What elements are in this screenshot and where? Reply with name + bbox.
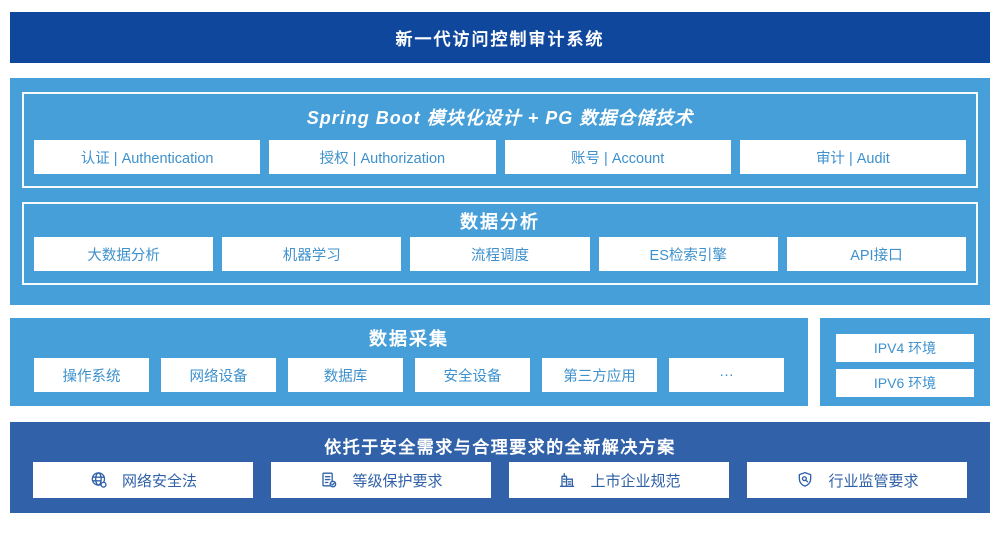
solution-row: 网络安全法 等级保护要求 xyxy=(33,462,967,498)
collection-box-more: ··· xyxy=(669,358,784,392)
collection-box-network-device: 网络设备 xyxy=(161,358,276,392)
module-box-account: 账号 | Account xyxy=(504,140,731,174)
solution-box-label: 行业监管要求 xyxy=(828,472,919,490)
architecture-diagram: 新一代访问控制审计系统 Spring Boot 模块化设计 + PG 数据仓储技… xyxy=(0,12,1000,541)
analysis-group-title: 数据分析 xyxy=(460,211,540,232)
module-box-authorization: 授权 | Authorization xyxy=(269,140,496,174)
solution-box-label: 网络安全法 xyxy=(121,472,197,490)
solution-section: 依托于安全需求与合理要求的全新解决方案 网络安全法 xyxy=(10,422,990,513)
collection-box-security-device: 安全设备 xyxy=(415,358,530,392)
solution-box-cybersecurity-law: 网络安全法 xyxy=(33,462,253,498)
modules-row: 认证 | Authentication 授权 | Authorization 账… xyxy=(24,140,976,186)
env-box-ipv4: IPV4 环境 xyxy=(836,334,974,362)
modules-group-title: Spring Boot 模块化设计 + PG 数据仓储技术 xyxy=(306,108,694,128)
globe-icon xyxy=(89,470,109,490)
solution-box-label: 等级保护要求 xyxy=(352,472,443,490)
collection-box-database: 数据库 xyxy=(288,358,403,392)
document-check-icon xyxy=(319,470,339,490)
collection-box-thirdparty-app: 第三方应用 xyxy=(542,358,657,392)
solution-box-label: 上市企业规范 xyxy=(590,472,681,490)
platform-section: Spring Boot 模块化设计 + PG 数据仓储技术 认证 | Authe… xyxy=(10,78,990,305)
collection-band: 数据采集 操作系统 网络设备 数据库 安全设备 第三方应用 ··· IPV4 环… xyxy=(10,318,990,406)
page-title: 新一代访问控制审计系统 xyxy=(395,30,605,49)
collection-box-os: 操作系统 xyxy=(34,358,149,392)
modules-group: Spring Boot 模块化设计 + PG 数据仓储技术 认证 | Authe… xyxy=(22,92,978,188)
module-box-authentication: 认证 | Authentication xyxy=(34,140,261,174)
environment-section: IPV4 环境 IPV6 环境 xyxy=(820,318,990,406)
banner: 新一代访问控制审计系统 xyxy=(10,12,990,63)
analysis-box-ml: 机器学习 xyxy=(222,237,402,271)
collection-row: 操作系统 网络设备 数据库 安全设备 第三方应用 ··· xyxy=(34,358,784,392)
analysis-row: 大数据分析 机器学习 流程调度 ES检索引擎 API接口 xyxy=(24,237,976,283)
building-icon xyxy=(557,470,577,490)
shield-search-icon xyxy=(795,470,815,490)
collection-title: 数据采集 xyxy=(369,329,449,349)
solution-box-industry-regulation: 行业监管要求 xyxy=(747,462,967,498)
env-box-ipv6: IPV6 环境 xyxy=(836,369,974,397)
module-box-audit: 审计 | Audit xyxy=(739,140,966,174)
analysis-box-bigdata: 大数据分析 xyxy=(34,237,214,271)
solution-box-listed-company: 上市企业规范 xyxy=(509,462,729,498)
analysis-group: 数据分析 大数据分析 机器学习 流程调度 ES检索引擎 API接口 xyxy=(22,202,978,285)
analysis-box-es-search: ES检索引擎 xyxy=(598,237,778,271)
collection-section: 数据采集 操作系统 网络设备 数据库 安全设备 第三方应用 ··· xyxy=(10,318,808,406)
solution-title: 依托于安全需求与合理要求的全新解决方案 xyxy=(324,437,676,457)
analysis-box-workflow: 流程调度 xyxy=(410,237,590,271)
analysis-box-api: API接口 xyxy=(786,237,967,271)
solution-box-level-protection: 等级保护要求 xyxy=(271,462,491,498)
